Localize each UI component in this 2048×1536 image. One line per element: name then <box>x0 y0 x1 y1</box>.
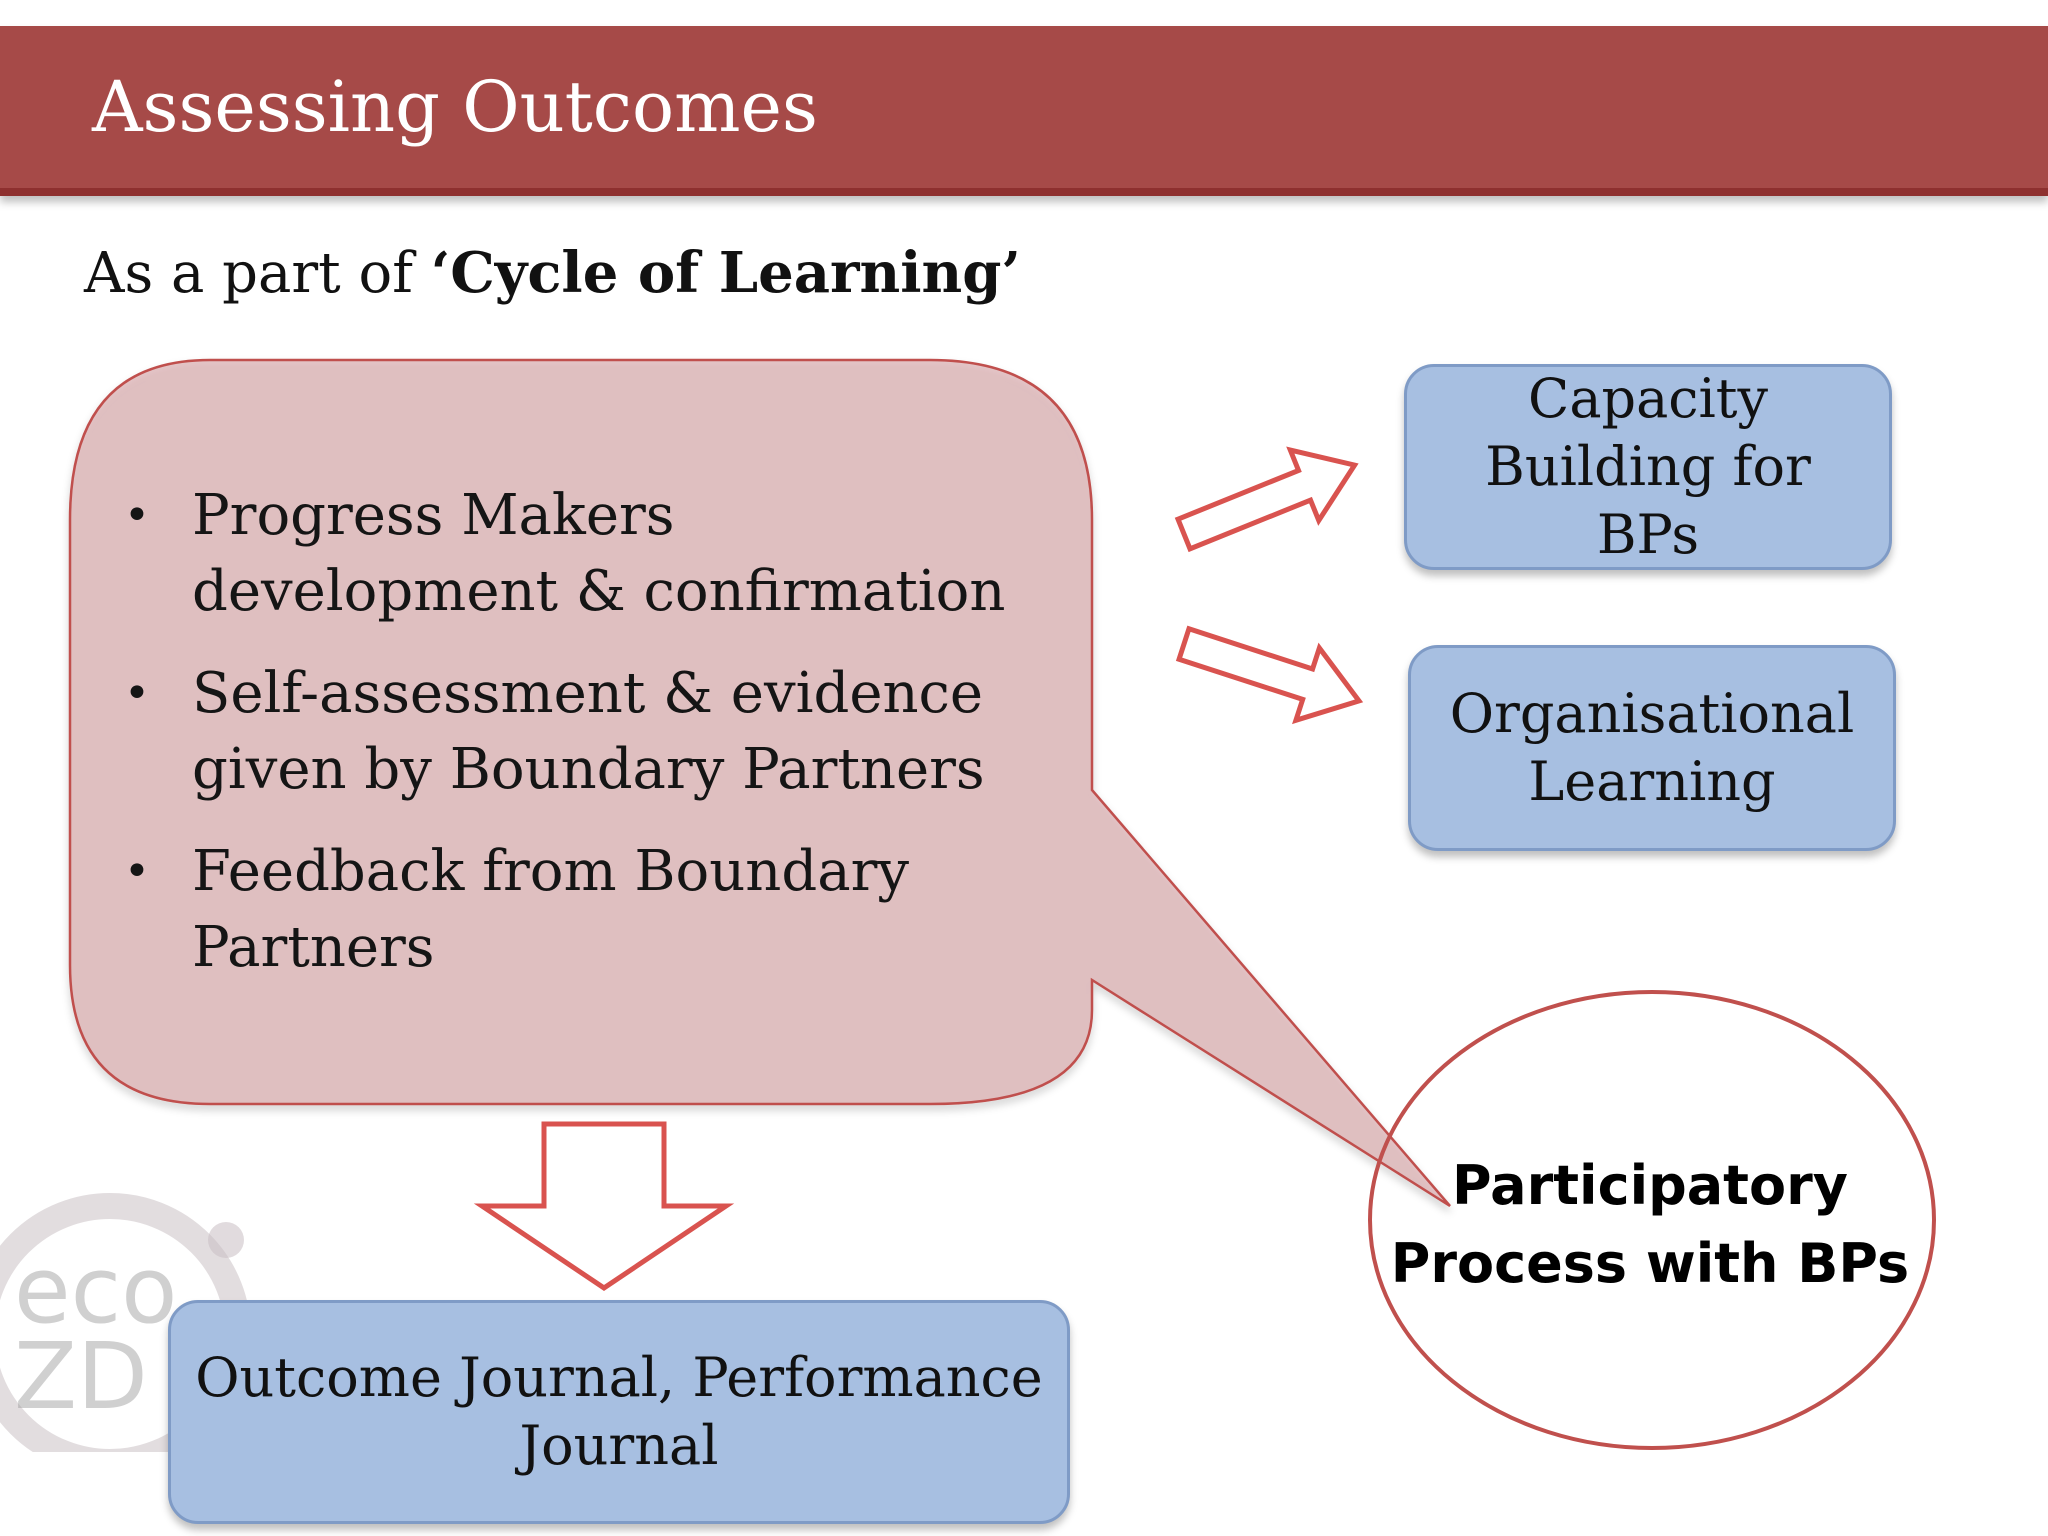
title-bar: Assessing Outcomes <box>0 26 2048 196</box>
organisational-learning-box: Organisational Learning <box>1408 645 1896 851</box>
capacity-building-box: Capacity Building for BPs <box>1404 364 1892 570</box>
bullet-text: Self-assessment & evidence given by Boun… <box>192 661 985 802</box>
outcome-journal-box: Outcome Journal, Performance Journal <box>168 1300 1070 1524</box>
bullet-dot-icon: • <box>124 490 150 541</box>
slide-title: Assessing Outcomes <box>92 66 818 148</box>
subtitle: As a part of ‘Cycle of Learning’ <box>84 240 1021 306</box>
bullet-item: • Self-assessment & evidence given by Bou… <box>120 656 1020 808</box>
bullet-item: • Progress Makers development & confirmat… <box>120 478 1020 630</box>
bullet-dot-icon: • <box>124 846 150 897</box>
participatory-circle <box>1368 990 1936 1450</box>
callout-bullet-list: • Progress Makers development & confirmat… <box>120 478 1020 1012</box>
bullet-dot-icon: • <box>124 668 150 719</box>
bullet-text: Feedback from Boundary Partners <box>192 839 910 980</box>
arrow-to-organisational-icon <box>1175 625 1364 725</box>
bullet-text: Progress Makers development & confirmati… <box>192 483 1006 624</box>
subtitle-emphasis: ‘Cycle of Learning’ <box>430 240 1021 306</box>
participatory-process-label: Participatory Process with BPs <box>1390 1154 1910 1295</box>
callout-bubble <box>68 358 1451 1208</box>
arrow-down-to-outcome-icon <box>473 1121 735 1292</box>
arrow-to-capacity-icon <box>1174 446 1359 553</box>
bullet-item: • Feedback from Boundary Partners <box>120 834 1020 986</box>
outcome-journal-label: Outcome Journal, Performance Journal <box>195 1346 1043 1477</box>
subtitle-prefix: As a part of <box>84 241 431 306</box>
organisational-learning-label: Organisational Learning <box>1449 682 1855 813</box>
capacity-building-label: Capacity Building for BPs <box>1485 367 1811 566</box>
